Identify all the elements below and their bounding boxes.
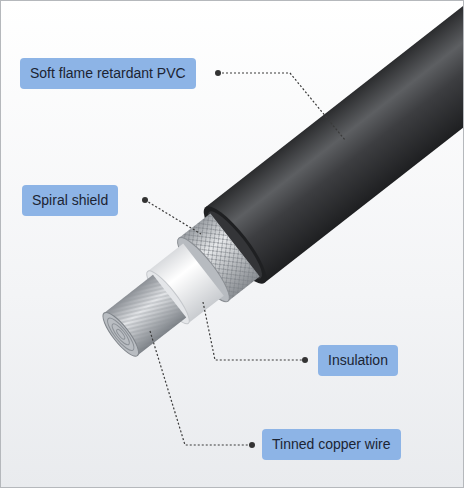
leader-dot <box>142 197 148 203</box>
leader-lines <box>145 73 345 445</box>
callout-label: Soft flame retardant PVC <box>30 65 186 82</box>
strand-ring <box>104 315 138 354</box>
callout-label: Insulation <box>328 352 388 369</box>
leader-line <box>145 200 201 234</box>
leader-dots <box>142 70 308 448</box>
strand-ring <box>110 322 132 347</box>
leader-dot <box>249 442 255 448</box>
callout-box: Soft flame retardant PVC <box>20 58 196 89</box>
callout-label: Tinned copper wire <box>272 436 391 453</box>
conductor <box>104 275 186 356</box>
leader-line <box>150 331 252 445</box>
strand-ring <box>115 328 126 340</box>
leader-dot <box>215 70 221 76</box>
callout-box: Tinned copper wire <box>262 429 401 460</box>
conductor-face <box>98 308 144 360</box>
leader-dot <box>302 357 308 363</box>
callout-box: Insulation <box>318 345 398 376</box>
conductor-strands <box>104 275 186 356</box>
leader-line <box>218 73 345 140</box>
callout-label: Spiral shield <box>32 192 108 209</box>
leader-line <box>203 302 305 360</box>
cable <box>85 0 464 377</box>
callout-box: Spiral shield <box>22 185 118 216</box>
